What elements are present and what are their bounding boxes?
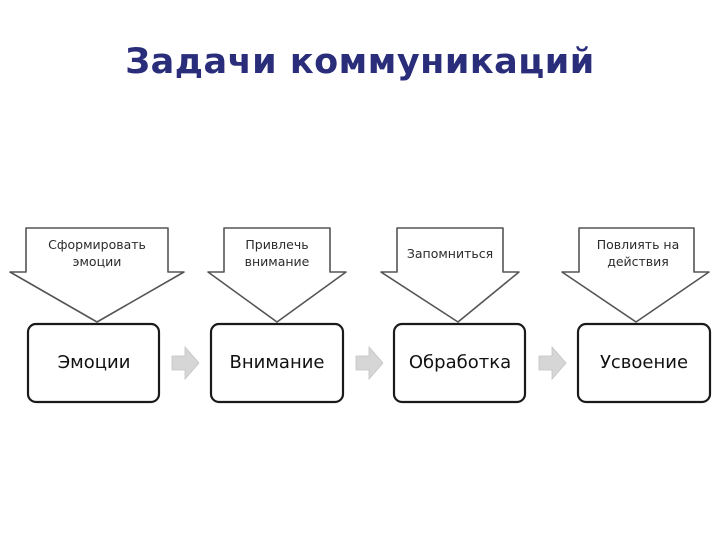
flow-arrow-1 [171,345,200,381]
callout-1 [9,227,185,323]
callout-4 [561,227,710,323]
process-box-4 [576,322,712,404]
flow-arrow-2 [355,345,384,381]
process-label-3: Обработка [408,352,512,373]
callout-2 [207,227,347,323]
process-box-1 [26,322,161,404]
page-title: Задачи коммуникаций [125,42,595,82]
callout-text-3: Запомниться [406,246,494,261]
callout-text-4: Повлиять на действия [596,237,680,269]
process-label-2: Внимание [229,352,325,373]
flow-arrow-3 [538,345,567,381]
callout-text-2: Привлечь внимание [244,237,310,269]
process-label-1: Эмоции [57,352,131,373]
process-box-3 [392,322,527,404]
callout-text-1: Сформировать эмоции [48,237,146,269]
process-label-4: Усвоение [599,352,689,373]
callout-3 [380,227,520,323]
process-box-2 [209,322,345,404]
